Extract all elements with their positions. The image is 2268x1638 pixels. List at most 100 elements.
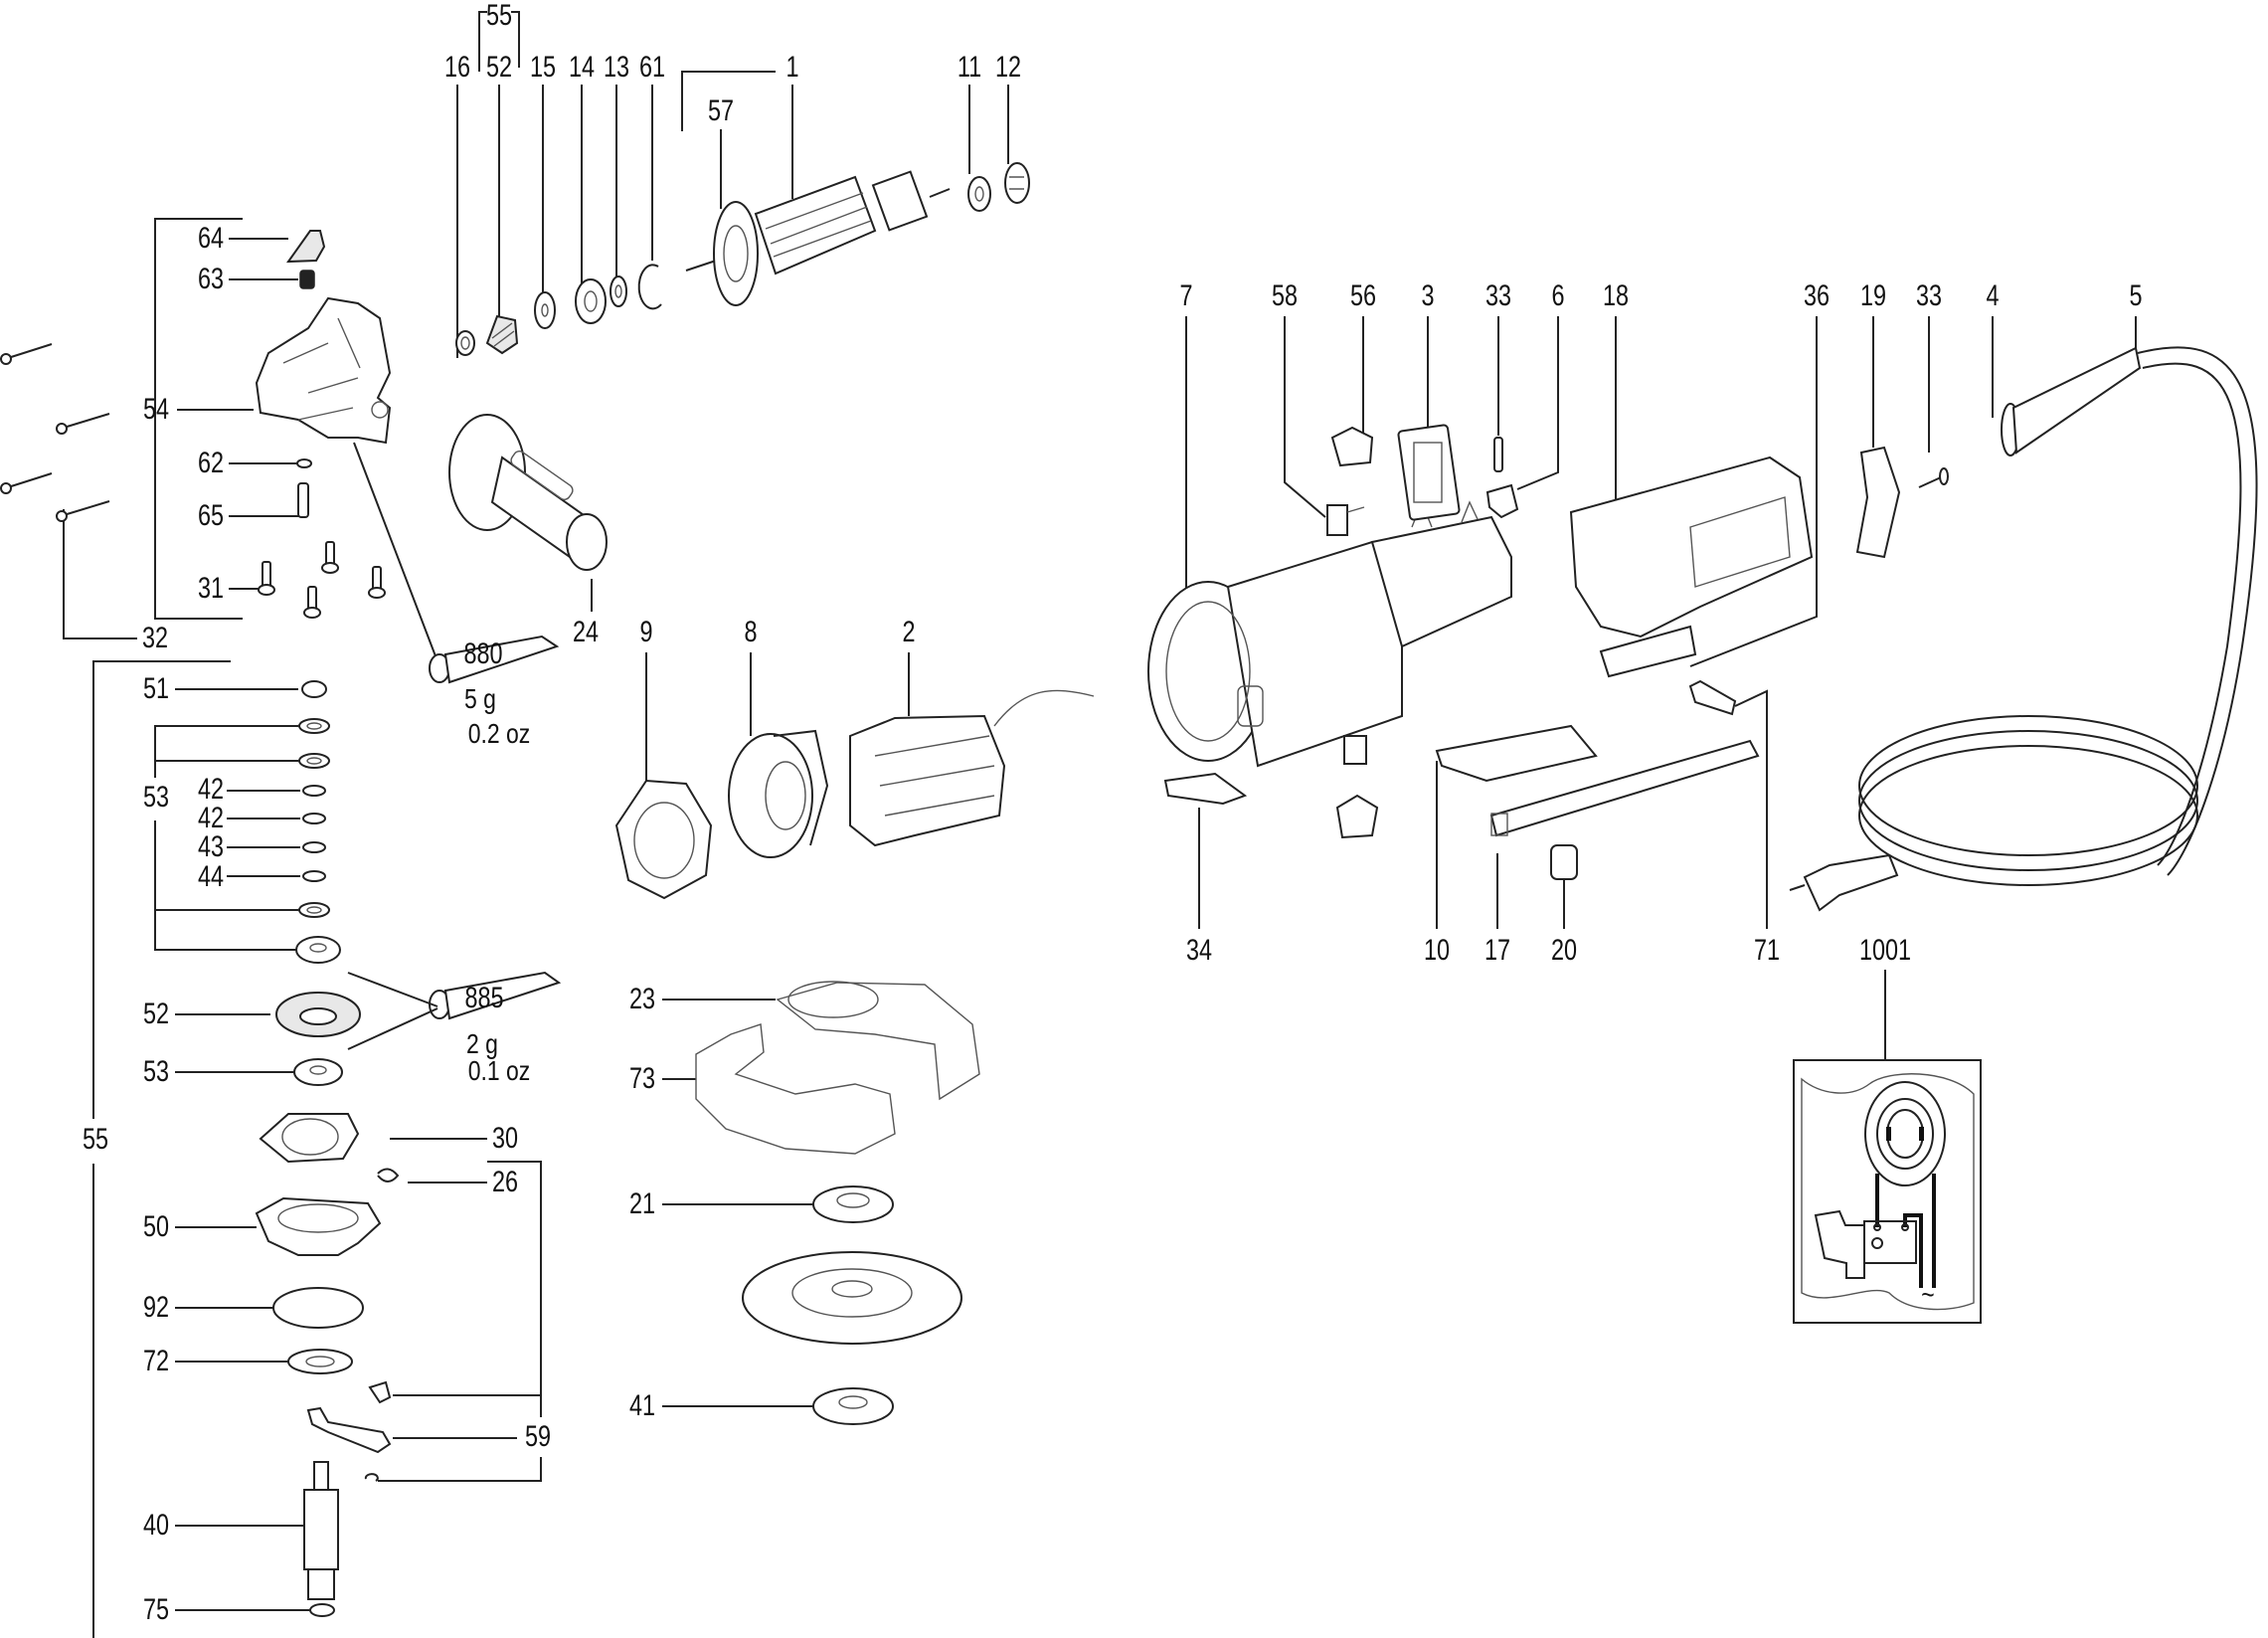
bearing-14 xyxy=(575,278,607,324)
label-73: 73 xyxy=(628,1062,656,1095)
label-24: 24 xyxy=(572,616,600,648)
label-58: 58 xyxy=(1271,279,1299,312)
label-64: 64 xyxy=(197,222,225,255)
lock-71 xyxy=(1688,679,1737,716)
wheel-guard-23-73 xyxy=(695,981,980,1155)
label-59: 59 xyxy=(524,1420,552,1453)
washer-15 xyxy=(534,291,556,329)
label-grease-880: 880 xyxy=(463,637,503,670)
label-20: 20 xyxy=(1550,934,1578,967)
gear-housing-54 xyxy=(255,296,392,445)
screws-32 xyxy=(0,343,110,522)
label-71: 71 xyxy=(1753,934,1781,967)
wiring-diagram-1001 xyxy=(1793,1059,1982,1324)
label-56: 56 xyxy=(1349,279,1377,312)
switch-carrier-10 xyxy=(1435,724,1598,783)
field-coil-2 xyxy=(849,689,1095,847)
label-54: 54 xyxy=(142,393,170,426)
cable-sleeve-4 xyxy=(2001,346,2142,456)
clip-6 xyxy=(1485,483,1519,519)
label-30: 30 xyxy=(491,1122,519,1155)
switch-3 xyxy=(1397,424,1461,521)
screws-31 xyxy=(258,541,386,619)
air-guide-8 xyxy=(728,729,829,858)
label-14: 14 xyxy=(568,51,596,84)
label-1: 1 xyxy=(785,51,799,84)
bracket-53 xyxy=(154,725,300,951)
grease-tube-885 xyxy=(347,971,562,1050)
bearing-cap-12 xyxy=(1004,162,1030,204)
leaders-guard xyxy=(662,999,813,1407)
spindle-parts xyxy=(255,680,400,1617)
label-2: 2 xyxy=(902,616,916,648)
label-51: 51 xyxy=(142,672,170,705)
brush-holder-56 xyxy=(1330,426,1374,467)
label-9: 9 xyxy=(639,616,653,648)
label-92: 92 xyxy=(142,1291,170,1324)
label-61: 61 xyxy=(638,51,666,84)
label-grease-880-oz: 0.2 oz xyxy=(467,718,531,749)
brushes-lower xyxy=(1335,735,1379,839)
washer-13 xyxy=(610,275,627,307)
label-32: 32 xyxy=(141,622,169,654)
screw-33 xyxy=(1493,437,1503,472)
label-53-flange: 53 xyxy=(142,1055,170,1088)
bracket-55-top xyxy=(478,11,520,72)
label-40: 40 xyxy=(142,1509,170,1542)
label-36: 36 xyxy=(1803,279,1831,312)
label-57: 57 xyxy=(707,94,735,127)
brush-58 xyxy=(1326,504,1365,536)
power-cord-5 xyxy=(1789,346,2258,912)
label-7: 7 xyxy=(1179,279,1193,312)
label-19: 19 xyxy=(1859,279,1887,312)
leaders-gearhead xyxy=(63,238,593,662)
handle-cover-18 xyxy=(1569,455,1814,638)
housing-leaders xyxy=(1185,316,2137,667)
button-cap-64 xyxy=(286,230,326,264)
label-42-a: 42 xyxy=(197,773,225,806)
label-17: 17 xyxy=(1483,934,1511,967)
circlip-61 xyxy=(637,264,662,310)
grinding-disc xyxy=(742,1251,962,1345)
label-18: 18 xyxy=(1602,279,1630,312)
label-53-kit: 53 xyxy=(142,781,170,814)
switch-rod-17 xyxy=(1489,739,1760,837)
motor-housing-7 xyxy=(1147,500,1512,768)
ac-symbol: ~ xyxy=(1921,1279,1935,1310)
label-31: 31 xyxy=(197,572,225,605)
label-65: 65 xyxy=(197,499,225,532)
label-3: 3 xyxy=(1421,279,1435,312)
grease-tube-880 xyxy=(429,635,560,684)
label-21: 21 xyxy=(628,1187,656,1220)
motor-leaders xyxy=(645,652,910,786)
label-12: 12 xyxy=(994,51,1022,84)
label-grease-880-grams: 5 g xyxy=(464,683,496,714)
flange-21 xyxy=(812,1185,894,1223)
bracket-55-left xyxy=(92,660,231,1638)
label-44: 44 xyxy=(197,860,225,893)
label-strip-36 xyxy=(1599,625,1697,678)
label-33-a: 33 xyxy=(1484,279,1512,312)
label-43: 43 xyxy=(197,830,225,863)
label-15: 15 xyxy=(529,51,557,84)
clamp-nut-41 xyxy=(812,1387,894,1425)
armature-1 xyxy=(685,170,951,306)
label-55-top: 55 xyxy=(485,0,513,32)
cable-clamp-19 xyxy=(1855,446,1901,559)
label-34 xyxy=(1163,772,1248,806)
label-13: 13 xyxy=(603,51,630,84)
pin-65 xyxy=(297,482,309,518)
label-grease-885: 885 xyxy=(464,982,504,1014)
label-11: 11 xyxy=(957,51,982,84)
label-23: 23 xyxy=(628,983,656,1015)
label-52-gear: 52 xyxy=(142,998,170,1030)
label-41: 41 xyxy=(628,1389,656,1422)
label-33-b: 33 xyxy=(1915,279,1943,312)
label-16: 16 xyxy=(443,51,471,84)
oring-62 xyxy=(296,458,312,468)
label-52-top: 52 xyxy=(485,51,513,84)
label-1001: 1001 xyxy=(1858,934,1912,967)
label-6: 6 xyxy=(1551,279,1565,312)
